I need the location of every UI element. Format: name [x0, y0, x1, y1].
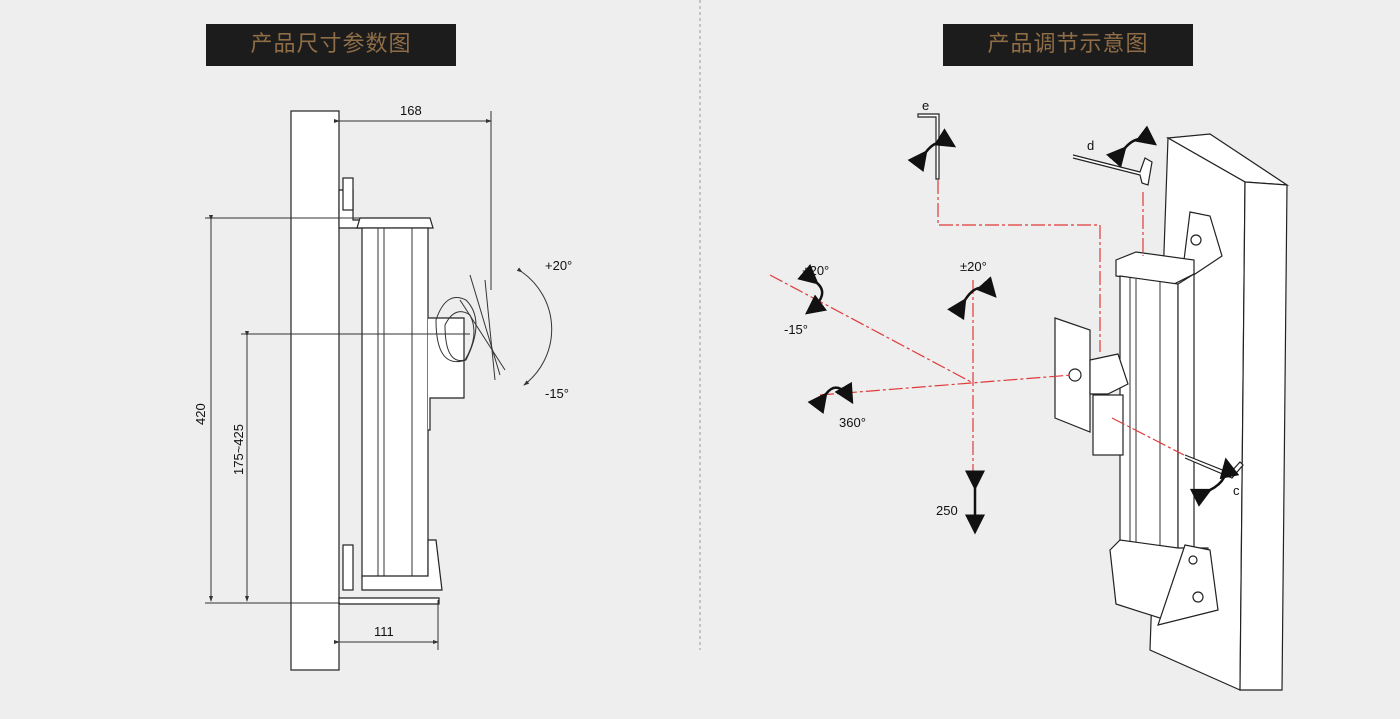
tilt-mount	[428, 317, 465, 431]
wrench-e-label: e	[922, 98, 929, 113]
wrench-e-icon	[917, 113, 940, 180]
dim-168: 168	[400, 103, 422, 118]
wrench-c-label: c	[1233, 483, 1240, 498]
dim-175-425: 175~425	[231, 424, 246, 475]
dimension-diagram-title: 产品尺寸参数图	[206, 24, 456, 66]
dim-420: 420	[193, 403, 208, 425]
wrench-d-label: d	[1087, 138, 1094, 153]
height-adjust-label: 250	[936, 503, 958, 518]
wall	[290, 110, 340, 671]
tilt-arc	[516, 267, 553, 386]
rotate-angle: 360°	[839, 415, 866, 430]
tilt-arrow-icon	[797, 264, 827, 315]
speaker-body	[361, 227, 429, 579]
tilt-up-angle: +20°	[802, 263, 829, 278]
tilt-down-angle: -15°	[784, 322, 808, 337]
bottom-bracket	[361, 539, 443, 591]
adjustment-view-drawing: e d c +20° -15° ±20° 360° 250	[769, 98, 1290, 691]
side-view-drawing: 168 420 175~425 111 +20° -15°	[193, 103, 572, 671]
tilt-up-label: +20°	[545, 258, 572, 273]
rotate-d-arrow-icon	[1105, 125, 1158, 168]
rotate-c-arrow-icon	[1189, 457, 1240, 507]
pan-arrow-icon	[947, 276, 997, 321]
tilt-down-label: -15°	[545, 386, 569, 401]
wrench-d-icon	[1072, 154, 1153, 186]
rotate-360-arrow-icon	[807, 381, 854, 414]
adjustment-diagram-title: 产品调节示意图	[943, 24, 1193, 66]
dim-111: 111	[374, 624, 394, 639]
pan-angle: ±20°	[960, 259, 987, 274]
rotate-e-arrow-icon	[907, 128, 957, 172]
